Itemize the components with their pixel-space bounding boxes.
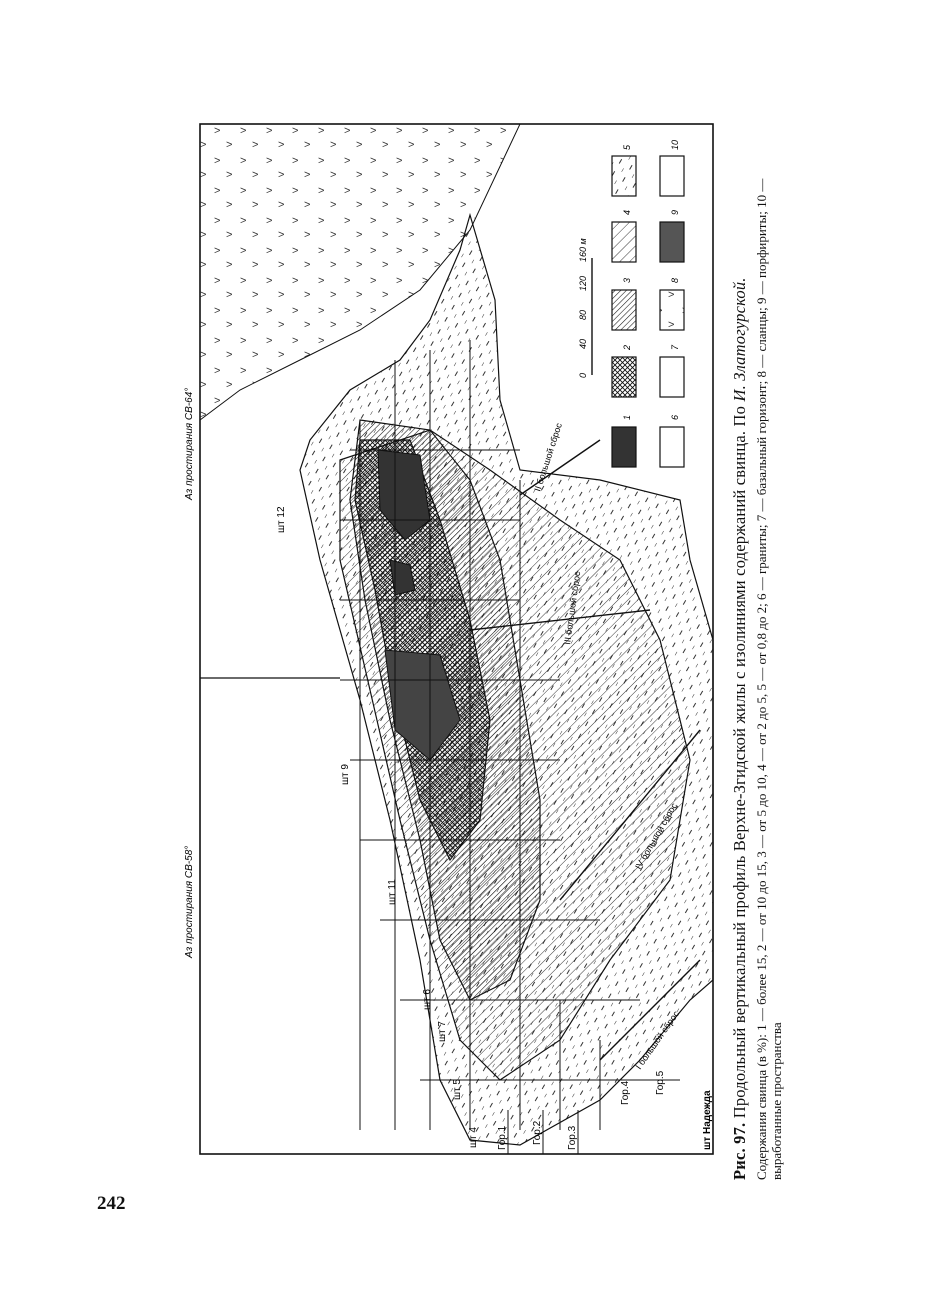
svg-text:10: 10	[670, 140, 680, 150]
contour-1-core-c	[389, 559, 416, 596]
svg-text:шт 6: шт 6	[422, 989, 433, 1010]
svg-text:40: 40	[578, 339, 588, 349]
svg-text:шт 5: шт 5	[452, 1079, 463, 1100]
azimuth-left-label: Аз простирания СВ-58°	[184, 846, 195, 959]
level-lines	[507, 1110, 579, 1154]
svg-text:0: 0	[578, 373, 588, 378]
contour-1-core-b	[384, 649, 461, 761]
porphyrite-zone	[199, 123, 521, 421]
contour-1-core-a	[377, 449, 431, 541]
svg-text:шт 12: шт 12	[276, 506, 287, 533]
svg-text:3: 3	[622, 278, 632, 283]
legend-numbers: 1 2 3 4 5 6 7 8 9 10	[622, 140, 680, 420]
svg-text:шт Надежда: шт Надежда	[702, 1090, 713, 1150]
svg-text:шт 11: шт 11	[387, 879, 398, 905]
azimuth-right-label: Аз простирания СВ-64°	[184, 388, 195, 501]
svg-text:5: 5	[622, 144, 632, 150]
page-number: 242	[97, 1193, 126, 1214]
svg-text:6: 6	[670, 415, 680, 420]
svg-text:шт 7: шт 7	[437, 1021, 448, 1042]
svg-text:шт 4: шт 4	[468, 1127, 479, 1148]
svg-text:8: 8	[670, 278, 680, 283]
svg-text:80: 80	[578, 310, 588, 320]
svg-text:Гор.3: Гор.3	[567, 1125, 578, 1150]
svg-text:9: 9	[670, 210, 680, 215]
svg-text:1: 1	[622, 415, 632, 420]
level-labels: Гор.1 Гор.2 Гор.3 Гор.4 Гор.5	[497, 1070, 666, 1150]
legend-swatches	[611, 155, 685, 468]
svg-text:шт 9: шт 9	[340, 764, 351, 785]
fault-lines	[469, 439, 701, 1061]
shaft-labels: шт 4 шт 5 шт 7 шт 6 шт 11 шт 9 шт 12 шт …	[276, 506, 713, 1150]
mine-workings-grid	[340, 340, 680, 1130]
svg-text:Гор.5: Гор.5	[655, 1070, 666, 1095]
svg-text:4: 4	[622, 210, 632, 215]
scale-bar: 0 40 80 120 160 м	[578, 238, 593, 378]
svg-text:2: 2	[622, 345, 632, 351]
svg-text:Гор.1: Гор.1	[497, 1125, 508, 1150]
svg-text:7: 7	[670, 344, 680, 350]
svg-text:120: 120	[578, 276, 588, 291]
svg-text:Гор.4: Гор.4	[620, 1080, 631, 1105]
svg-text:160 м: 160 м	[578, 238, 588, 262]
svg-text:Гор.2: Гор.2	[532, 1120, 543, 1145]
